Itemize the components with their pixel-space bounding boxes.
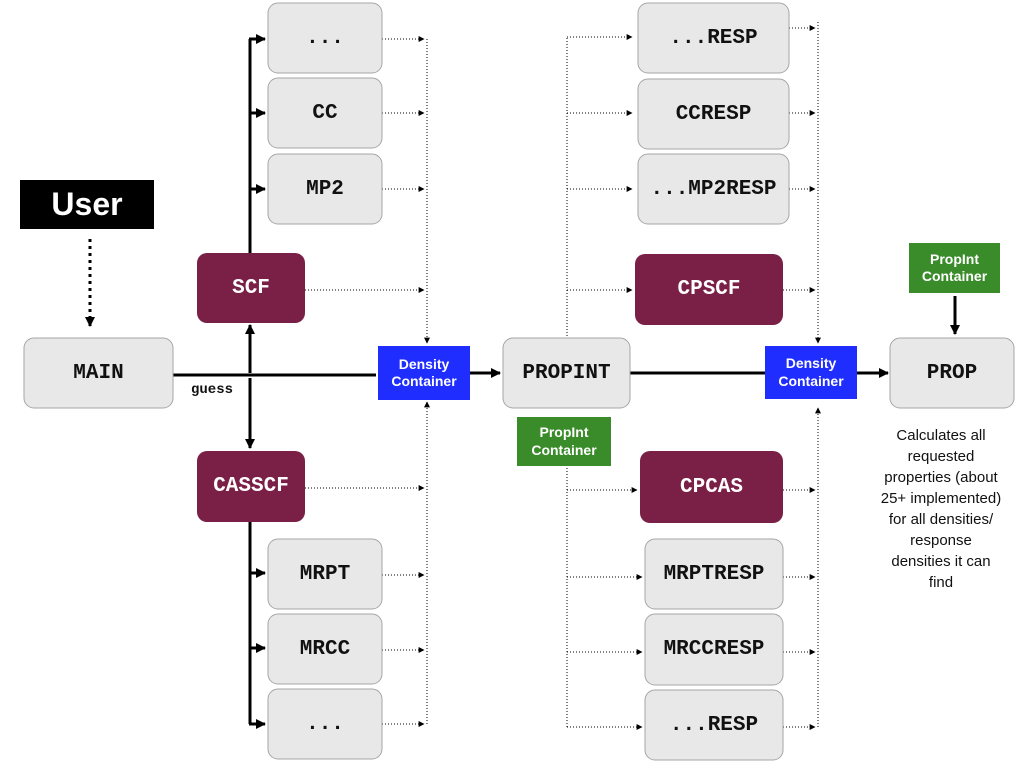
prop-note-line: properties (about [884, 469, 998, 486]
prop-note-line: find [928, 574, 954, 591]
mrcc-label: MRCC [299, 637, 351, 661]
propint-container-below-label: PropInt Container [517, 417, 611, 466]
density-container-left-label: Density Container [378, 346, 470, 400]
prop-box [889, 337, 1015, 409]
user-label: User [51, 186, 123, 222]
propint-container-top-label: PropInt Container [909, 243, 1000, 293]
mp2resp-label: ...MP2RESP [650, 177, 777, 201]
main-label: MAIN [73, 361, 124, 385]
propint-container-below-line2: Container [531, 441, 597, 458]
mp2resp-box [637, 153, 790, 225]
scf-top-label: ... [306, 26, 344, 50]
density-container-right-label: Density Container [765, 346, 857, 399]
mrptresp-box [644, 538, 784, 610]
boxes [20, 2, 1015, 761]
mp2-box [267, 153, 383, 225]
mrccresp-box [644, 613, 784, 686]
ccresp-label: CCRESP [675, 102, 752, 126]
prop-note-line: 25+ implemented) [880, 490, 1002, 507]
prop-note-line: response [910, 532, 972, 549]
resp-top-box [637, 2, 790, 74]
prop-note-line: for all densities/ [888, 511, 994, 528]
propint-container-top-line2: Container [921, 268, 988, 284]
density-container-left-line1: Density [398, 355, 450, 372]
resp-bottom-box [644, 689, 784, 761]
dotted-connectors [305, 22, 821, 730]
prop-note-line: requested [907, 448, 975, 465]
mrpt-label: MRPT [299, 562, 351, 586]
cpcas-box [640, 451, 783, 523]
solid-connectors [85, 34, 960, 729]
cpcas-label: CPCAS [679, 475, 743, 499]
density-container-right-box [765, 346, 857, 399]
ccresp-box [637, 78, 790, 150]
cc-label: CC [312, 101, 338, 125]
prop-note-line: Calculates all [896, 427, 986, 444]
propint-container-top-line1: PropInt [930, 250, 979, 267]
cc-box [267, 77, 383, 149]
guess-label: guess [190, 382, 233, 398]
mrpt-box [267, 538, 383, 610]
resp-bottom-label: ...RESP [669, 713, 759, 737]
casscf-bottom-label: ... [306, 712, 344, 736]
density-container-left-line2: Container [391, 373, 457, 389]
user-box [20, 180, 154, 229]
cpscf-label: CPSCF [677, 278, 741, 301]
prop-note-line: densities it can [891, 553, 991, 570]
mrcc-box [267, 613, 383, 685]
casscf-label: CASSCF [213, 475, 289, 498]
mp2-label: MP2 [306, 177, 344, 201]
density-container-right-line2: Container [778, 372, 844, 389]
resp-top-label: ...RESP [669, 26, 758, 50]
scf-label: SCF [232, 276, 270, 300]
prop-note: Calculates all requested properties (abo… [866, 425, 1016, 601]
prop-label: PROP [926, 361, 978, 385]
cpscf-box [635, 254, 783, 325]
mrccresp-label: MRCCRESP [663, 638, 765, 661]
propint-container-below-line1: PropInt [539, 424, 589, 440]
scf-top-box [267, 2, 383, 74]
casscf-box [197, 451, 305, 522]
main-box [23, 337, 174, 409]
density-container-right-line1: Density [785, 355, 837, 371]
scf-box [197, 253, 305, 323]
mrptresp-label: MRPTRESP [663, 562, 765, 586]
casscf-bottom-box [267, 688, 383, 760]
propint-label: PROPINT [522, 361, 611, 385]
propint-box [502, 337, 631, 409]
propint-container-below-box [517, 417, 611, 466]
density-container-left-box [378, 346, 470, 400]
propint-container-top-box [909, 243, 1000, 293]
